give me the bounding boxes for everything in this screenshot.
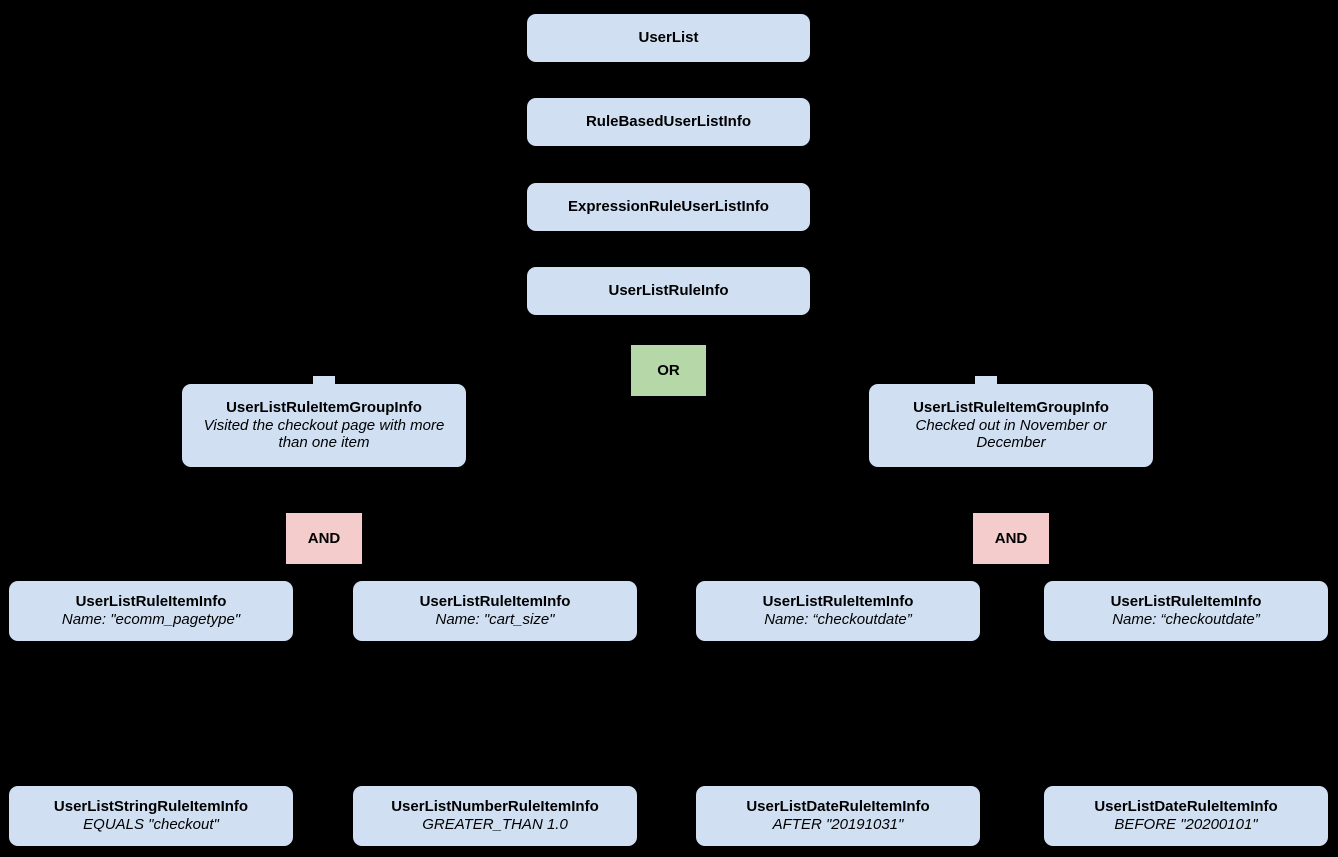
node-description: Visited the checkout page with more than… bbox=[203, 416, 445, 452]
node-description: Checked out in November or December bbox=[915, 416, 1107, 452]
node-description: GREATER_THAN 1.0 bbox=[422, 816, 568, 833]
node-description: Name: "cart_size" bbox=[435, 611, 555, 628]
node-description: BEFORE "20200101" bbox=[1114, 816, 1258, 833]
node-description: Name: “checkoutdate” bbox=[1112, 611, 1260, 628]
operator-label: OR bbox=[657, 361, 680, 379]
node-description: Name: “checkoutdate” bbox=[764, 611, 912, 628]
node-title: UserListRuleItemInfo bbox=[419, 593, 571, 611]
node-title: UserListRuleItemInfo bbox=[1110, 593, 1262, 611]
node-title: UserListRuleItemInfo bbox=[762, 593, 914, 611]
node-date-rule-item-info-before[interactable]: UserListDateRuleItemInfo BEFORE "2020010… bbox=[1044, 786, 1328, 846]
node-title: UserListRuleInfo bbox=[608, 282, 729, 300]
node-group-info-right[interactable]: UserListRuleItemGroupInfo Checked out in… bbox=[869, 376, 1153, 467]
node-title: UserListDateRuleItemInfo bbox=[1094, 798, 1278, 816]
node-rule-based-user-list-info[interactable]: RuleBasedUserListInfo bbox=[527, 98, 810, 146]
node-rule-item-cart-size[interactable]: UserListRuleItemInfo Name: "cart_size" bbox=[353, 581, 637, 641]
node-title: UserListNumberRuleItemInfo bbox=[391, 798, 599, 816]
node-date-rule-item-info-after[interactable]: UserListDateRuleItemInfo AFTER "20191031… bbox=[696, 786, 980, 846]
node-title: UserList bbox=[638, 29, 699, 47]
operator-label: AND bbox=[307, 529, 341, 547]
node-title: UserListDateRuleItemInfo bbox=[746, 798, 930, 816]
node-title: UserListStringRuleItemInfo bbox=[53, 798, 249, 816]
node-rule-item-checkoutdate-before[interactable]: UserListRuleItemInfo Name: “checkoutdate… bbox=[1044, 581, 1328, 641]
node-rule-item-checkoutdate-after[interactable]: UserListRuleItemInfo Name: “checkoutdate… bbox=[696, 581, 980, 641]
node-user-list[interactable]: UserList bbox=[527, 14, 810, 62]
node-or-operator[interactable]: OR bbox=[631, 345, 706, 396]
node-title: UserListRuleItemGroupInfo bbox=[913, 398, 1109, 416]
node-title: RuleBasedUserListInfo bbox=[585, 113, 752, 131]
node-and-operator-left[interactable]: AND bbox=[286, 513, 362, 564]
node-expression-rule-user-list-info[interactable]: ExpressionRuleUserListInfo bbox=[527, 183, 810, 231]
node-title: UserListRuleItemInfo bbox=[75, 593, 227, 611]
connector-notch-icon bbox=[975, 376, 997, 388]
node-rule-item-ecomm-pagetype[interactable]: UserListRuleItemInfo Name: "ecomm_pagety… bbox=[9, 581, 293, 641]
node-number-rule-item-info[interactable]: UserListNumberRuleItemInfo GREATER_THAN … bbox=[353, 786, 637, 846]
node-title: ExpressionRuleUserListInfo bbox=[568, 198, 769, 216]
operator-label: AND bbox=[994, 529, 1028, 547]
node-and-operator-right[interactable]: AND bbox=[973, 513, 1049, 564]
node-description: AFTER "20191031" bbox=[772, 816, 904, 833]
node-group-info-left[interactable]: UserListRuleItemGroupInfo Visited the ch… bbox=[182, 376, 466, 467]
connector-notch-icon bbox=[313, 376, 335, 388]
node-description: Name: "ecomm_pagetype" bbox=[61, 611, 241, 628]
node-title: UserListRuleItemGroupInfo bbox=[226, 398, 422, 416]
node-user-list-rule-info[interactable]: UserListRuleInfo bbox=[527, 267, 810, 315]
node-description: EQUALS "checkout" bbox=[83, 816, 219, 833]
node-string-rule-item-info[interactable]: UserListStringRuleItemInfo EQUALS "check… bbox=[9, 786, 293, 846]
